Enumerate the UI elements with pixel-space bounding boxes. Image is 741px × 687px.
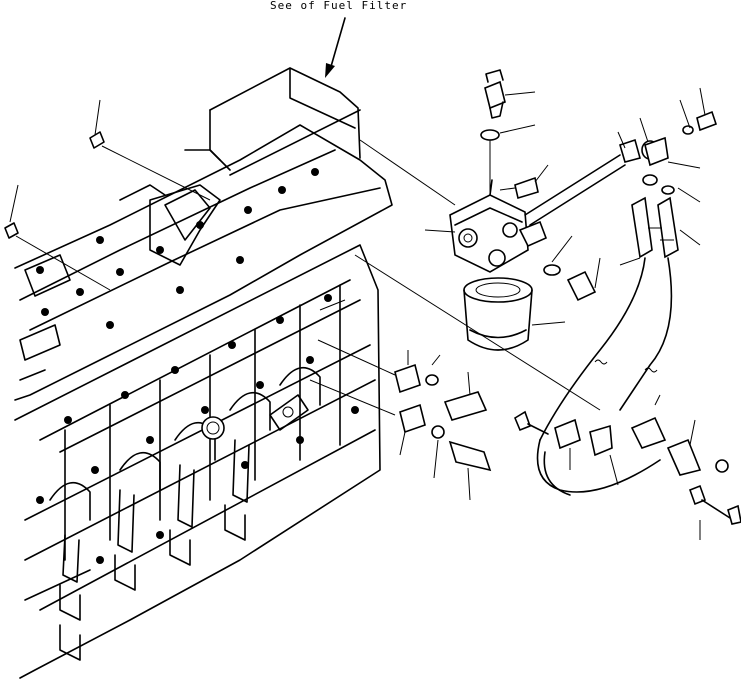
callout-leaders-lower [319, 229, 456, 311]
fuel-filter-head [449, 179, 548, 273]
fuel-sensor [480, 69, 536, 195]
loose-bolts [4, 99, 211, 291]
engine-block [14, 67, 393, 679]
block-bolt-heads [36, 168, 359, 564]
fuel-hoses [539, 196, 679, 441]
caption-arrow [325, 17, 346, 78]
fuel-filter-cartridge [463, 277, 566, 351]
lower-connectors [309, 139, 741, 540]
fuel-filter-reference-caption: See of Fuel Filter [270, 0, 408, 12]
callout-leaders-right [617, 87, 706, 266]
fuel-pipe-upper [524, 110, 718, 226]
filter-head-fittings [543, 235, 601, 302]
filter-head-bolt [499, 164, 549, 200]
